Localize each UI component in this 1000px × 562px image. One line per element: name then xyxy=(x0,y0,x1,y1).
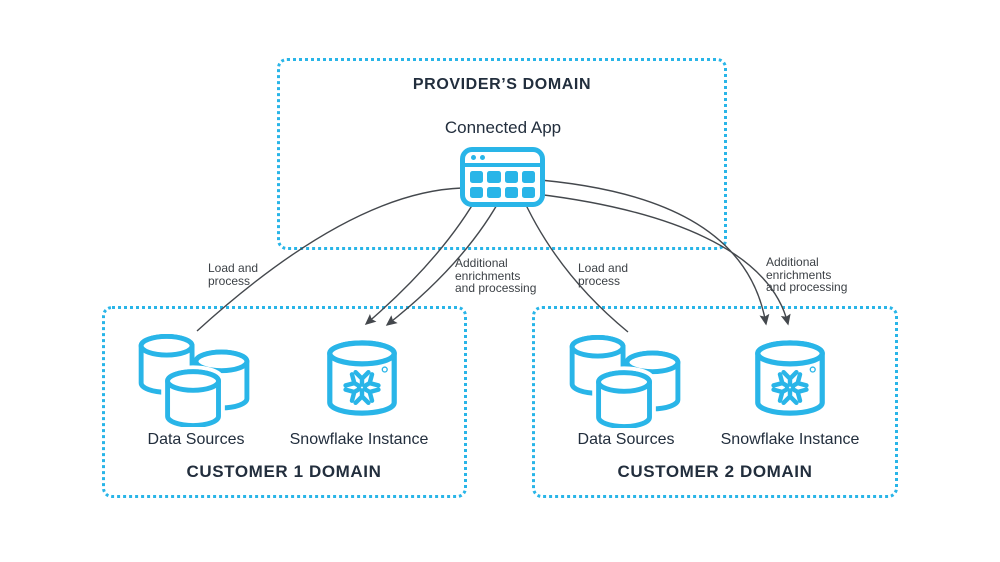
database-cluster-icon xyxy=(569,334,681,428)
snowflake-database-icon xyxy=(755,340,825,416)
provider-domain-title: PROVIDER’S DOMAIN xyxy=(412,76,592,93)
browser-titlebar xyxy=(465,152,540,167)
snowflake-database-icon xyxy=(327,340,397,416)
customer2-load-process-label: Load and process xyxy=(578,261,629,288)
connector-c1-enrich-arrow-1 xyxy=(364,191,481,325)
customer1-domain-title: CUSTOMER 1 DOMAIN xyxy=(186,462,382,481)
customer1-data-sources-label: Data Sources xyxy=(147,431,245,448)
customer1-snowflake-label: Snowflake Instance xyxy=(289,431,429,448)
connected-app-label: Connected App xyxy=(444,118,562,137)
snowflake-logo xyxy=(771,370,809,406)
browser-dot-icon xyxy=(471,155,476,160)
database-cluster-icon xyxy=(138,333,250,427)
app-grid xyxy=(465,167,540,202)
browser-app-icon xyxy=(460,147,545,207)
connector-c1-load-line xyxy=(196,187,463,332)
connector-c1-enrich-arrow-2 xyxy=(385,193,504,326)
connector-c2-load-line xyxy=(519,191,629,333)
customer2-data-sources-label: Data Sources xyxy=(577,431,675,448)
customer2-enrichments-label: Additional enrichments and processing xyxy=(766,255,848,294)
snowflake-logo xyxy=(343,370,381,406)
customer1-load-process-label: Load and process xyxy=(208,261,259,288)
registered-trademark-icon xyxy=(381,366,388,373)
customer2-domain-title: CUSTOMER 2 DOMAIN xyxy=(617,462,813,481)
customer2-domain-box xyxy=(532,306,898,498)
registered-trademark-icon xyxy=(809,366,816,373)
customer1-enrichments-label: Additional enrichments and processing xyxy=(455,256,537,295)
connector-c2-enrich-arrow-1 xyxy=(527,178,770,326)
provider-domain-box xyxy=(277,58,727,250)
customer1-domain-box xyxy=(102,306,467,498)
connector-c2-enrich-arrow-2 xyxy=(535,193,791,326)
customer2-snowflake-label: Snowflake Instance xyxy=(720,431,860,448)
browser-dot-icon xyxy=(480,155,485,160)
